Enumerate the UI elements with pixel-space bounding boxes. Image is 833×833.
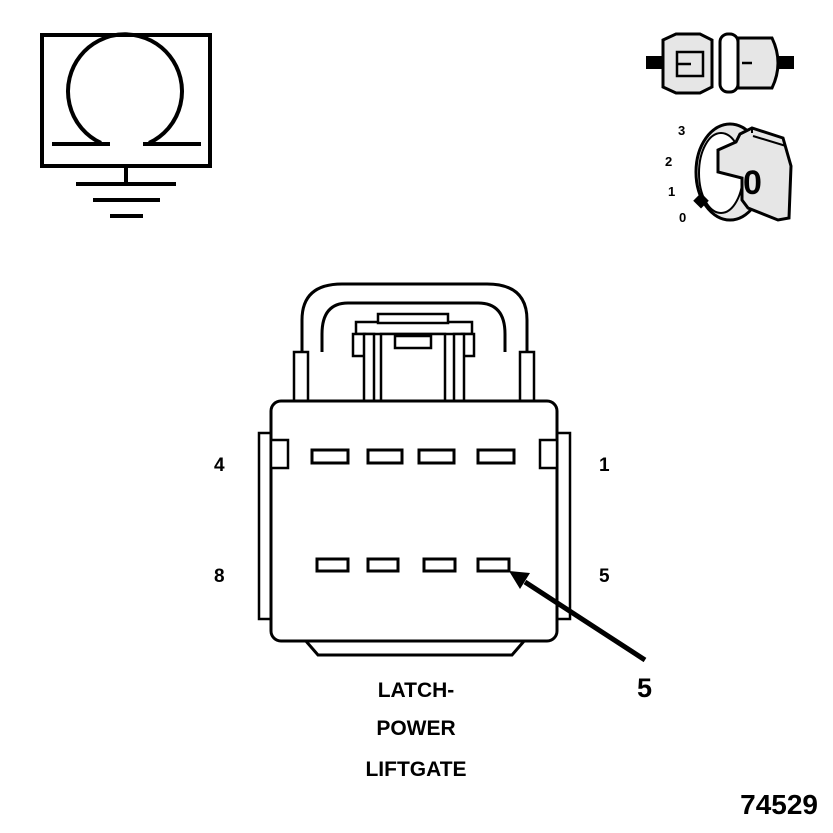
callout-arrow bbox=[509, 571, 647, 663]
connector-name-line-3: LIFTGATE bbox=[365, 758, 466, 781]
cavity-pin-5 bbox=[476, 557, 511, 573]
cavity-row-top bbox=[310, 448, 516, 465]
pin-label-5: 5 bbox=[599, 566, 610, 587]
connector-name-line-1: LATCH- bbox=[378, 679, 455, 702]
connector-name-line-2: POWER bbox=[376, 717, 455, 740]
ohmmeter-ground-icon bbox=[40, 32, 212, 218]
cavity-pin-3 bbox=[366, 448, 404, 465]
ignition-position-1: 1 bbox=[668, 184, 675, 199]
ignition-key-icon bbox=[693, 122, 793, 222]
ignition-position-3: 3 bbox=[678, 123, 685, 138]
key-letter: 0 bbox=[743, 164, 762, 202]
cavity-pin-4 bbox=[310, 448, 350, 465]
cavity-pin-7 bbox=[366, 557, 400, 573]
callout-pin-number: 5 bbox=[637, 673, 652, 703]
disconnected-connector-icon bbox=[646, 32, 794, 95]
pin-label-4: 4 bbox=[214, 455, 225, 476]
cavity-pin-6 bbox=[422, 557, 457, 573]
pin-label-1: 1 bbox=[599, 455, 610, 476]
connector-face bbox=[257, 282, 572, 657]
figure-number: 74529 bbox=[740, 789, 818, 820]
cavity-pin-2 bbox=[417, 448, 456, 465]
cavity-pin-1 bbox=[476, 448, 516, 465]
ignition-position-2: 2 bbox=[665, 154, 672, 169]
pin-label-8: 8 bbox=[214, 566, 225, 587]
cavity-pin-8 bbox=[315, 557, 350, 573]
ignition-position-0: 0 bbox=[679, 210, 686, 225]
cavity-row-bottom bbox=[315, 557, 511, 573]
